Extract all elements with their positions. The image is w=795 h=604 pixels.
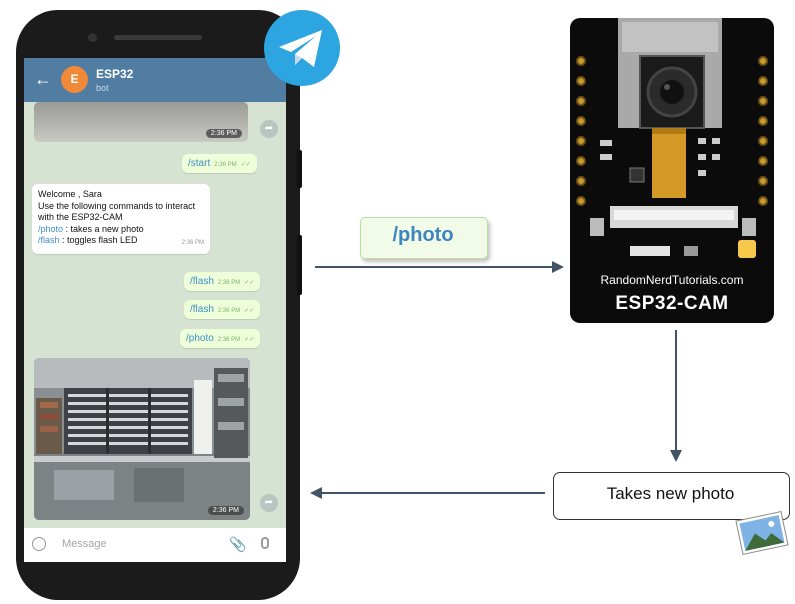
message-time: 2:36 PM: [181, 239, 204, 246]
message-input[interactable]: Message: [62, 538, 107, 550]
share-icon[interactable]: ➦: [260, 120, 278, 138]
gpio-pin: [758, 76, 768, 86]
avatar[interactable]: E: [61, 66, 88, 93]
gpio-pin: [758, 56, 768, 66]
message-text: /flash: [190, 276, 214, 287]
power-button: [297, 235, 302, 295]
chat-subtitle: bot: [96, 83, 109, 93]
gpio-pin: [576, 136, 586, 146]
action-label: Takes new photo: [606, 484, 735, 503]
telegram-logo-icon: [264, 10, 340, 86]
command-label-box: [360, 217, 488, 259]
smile-icon[interactable]: [32, 537, 46, 551]
message-time: 2:36 PM: [217, 337, 241, 343]
action-label-box: [553, 472, 790, 520]
board-brand-text: RandomNerdTutorials.com: [600, 273, 744, 287]
flash-command-link[interactable]: /flash: [38, 235, 60, 245]
gpio-pin: [758, 176, 768, 186]
gpio-pin: [576, 56, 586, 66]
photo-command-line: /photo : takes a new photo: [38, 224, 204, 236]
gpio-pin: [758, 136, 768, 146]
read-check-icon: ✓✓: [244, 337, 255, 343]
attach-icon[interactable]: 📎: [229, 536, 247, 552]
phone-speaker: [114, 35, 202, 40]
message-text: /start: [188, 158, 211, 169]
gpio-pin: [576, 156, 586, 166]
instructions-line: Use the following commands to interact w…: [38, 200, 196, 223]
mic-icon[interactable]: [261, 537, 269, 549]
photo-message-result[interactable]: 2:36 PM: [34, 358, 250, 520]
read-check-icon: ✓✓: [244, 308, 255, 314]
command-label: /photo: [392, 224, 454, 246]
message-text: /flash: [190, 304, 214, 315]
photo-thumbnail-icon: [735, 510, 789, 556]
message-time: 2:36 PM: [217, 280, 241, 286]
share-icon[interactable]: ➦: [260, 494, 278, 512]
message-text: /photo: [186, 333, 214, 344]
chat-header: ← E ESP32 bot: [24, 58, 286, 102]
board-model-text: ESP32-CAM: [615, 293, 729, 314]
photo-timestamp: 2:36 PM: [207, 506, 244, 515]
message-time: 2:36 PM: [217, 308, 241, 314]
gpio-pin: [576, 176, 586, 186]
gpio-pin: [576, 116, 586, 126]
message-welcome[interactable]: Welcome , Sara Use the following command…: [32, 184, 210, 254]
welcome-line: Welcome , Sara: [38, 189, 102, 199]
gpio-pin: [576, 96, 586, 106]
board-components: [590, 18, 756, 258]
read-check-icon: ✓✓: [244, 280, 255, 286]
esp32-cam-board: RandomNerdTutorials.com ESP32-CAM: [570, 18, 774, 323]
back-arrow-icon[interactable]: ←: [34, 69, 52, 89]
gpio-pin: [758, 96, 768, 106]
photo-command-desc: : takes a new photo: [63, 223, 144, 234]
read-check-icon: ✓✓: [240, 162, 251, 168]
chat-title[interactable]: ESP32: [96, 67, 134, 81]
front-camera: [88, 33, 97, 42]
photo-command-link[interactable]: /photo: [38, 223, 64, 234]
flash-command-line: /flash : toggles flash LED: [38, 235, 204, 247]
message-input-bar: Message 📎: [24, 528, 286, 562]
gpio-pin: [758, 156, 768, 166]
flash-command-desc: : toggles flash LED: [59, 235, 138, 245]
shelf-photo: [34, 358, 250, 520]
gpio-pin: [758, 116, 768, 126]
gpio-pin: [758, 196, 768, 206]
volume-button: [297, 150, 302, 188]
photo-message-top[interactable]: 2:36 PM: [34, 102, 248, 142]
gpio-pin: [576, 196, 586, 206]
message-time: 2:36 PM: [214, 162, 237, 168]
gpio-pin: [576, 76, 586, 86]
photo-timestamp: 2:36 PM: [205, 129, 242, 138]
